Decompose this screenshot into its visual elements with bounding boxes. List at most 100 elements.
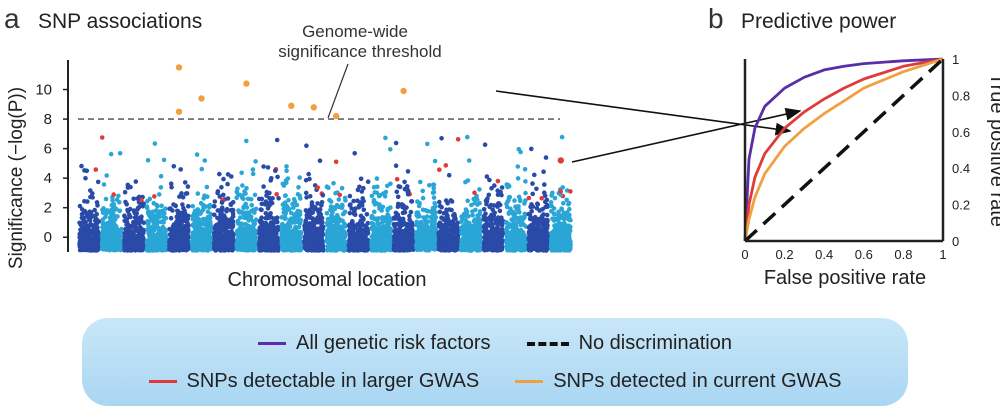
snp-point-4062 xyxy=(374,176,380,181)
snp-point-4199 xyxy=(387,231,393,237)
snp-point-3892 xyxy=(350,220,355,225)
snp-point-4489 xyxy=(394,176,400,182)
snp-point-1186 xyxy=(149,231,154,236)
snp-point-3569 xyxy=(328,224,334,230)
snp-point-1395 xyxy=(178,167,183,172)
snp-point-1330 xyxy=(171,164,177,169)
snp-point-3498 xyxy=(326,185,331,190)
snp-point-3293 xyxy=(319,231,325,236)
snp-point-2673 xyxy=(259,215,264,220)
snp-point-1193 xyxy=(163,237,169,242)
snp-point-1439 xyxy=(170,208,175,213)
snp-point-3894 xyxy=(356,246,362,252)
snp-point-3294 xyxy=(303,246,309,252)
snp-point-241 xyxy=(84,168,90,174)
snp-point-2645 xyxy=(274,137,280,143)
snp-point-575 xyxy=(100,230,106,236)
snp-point-1454 xyxy=(182,180,188,185)
snp-point-287 xyxy=(83,175,88,181)
snp-point-1496 xyxy=(167,241,173,247)
snp-point-4196 xyxy=(371,231,376,237)
snp-point-2941 xyxy=(283,193,288,198)
snp-point-1437 xyxy=(175,208,180,214)
snp-point-1931 xyxy=(212,199,218,204)
snp-point-618 xyxy=(131,196,136,202)
snp-point-572 xyxy=(104,173,109,178)
snp-point-2762 xyxy=(284,168,289,174)
snp-point-3563 xyxy=(341,211,347,216)
snp-point-2654 xyxy=(263,220,269,226)
snp-point-3277 xyxy=(302,222,308,228)
snp-point-2990 xyxy=(281,183,287,188)
snp-point-3835 xyxy=(365,179,371,184)
snp-point-1148 xyxy=(162,215,167,220)
snp-point-4491 xyxy=(401,228,406,234)
snp-point-861 xyxy=(136,237,141,242)
snp-point-877 xyxy=(128,229,133,234)
snp-point-1798 xyxy=(199,227,205,232)
snp-point-2921 xyxy=(282,200,288,205)
snp-point-4499 xyxy=(395,216,401,222)
snp-point-135 xyxy=(82,199,87,204)
snp-point-2097 xyxy=(225,172,231,177)
snp-point-2998 xyxy=(286,242,292,247)
snp-point-4798 xyxy=(423,236,428,242)
snp-point-4789 xyxy=(414,244,419,249)
snp-point-501 xyxy=(117,151,123,156)
panel-a-title: SNP associations xyxy=(38,10,202,33)
snp-point-610 xyxy=(122,189,128,195)
snp-point-468 xyxy=(111,222,117,228)
snp-point-1058 xyxy=(145,158,151,163)
snp-point-4443 xyxy=(405,221,410,227)
snp-point-2095 xyxy=(214,233,220,238)
snp-point-4064 xyxy=(383,135,388,141)
snp-point-502 xyxy=(116,193,121,199)
snp-point-1389 xyxy=(168,181,174,186)
snp-point-4251 xyxy=(402,179,407,185)
snp-point-4137 xyxy=(388,147,393,152)
snp-point-2887 xyxy=(291,197,297,202)
snp-point-4469 xyxy=(405,169,411,174)
snp-point-3216 xyxy=(304,215,310,221)
snp-point-1497 xyxy=(167,245,173,251)
snp-point-2401 xyxy=(276,196,281,201)
snp-point-3743 xyxy=(352,151,358,156)
snp-point-1775 xyxy=(194,229,200,235)
snp-point-594 xyxy=(107,221,113,227)
snp-point-4796 xyxy=(428,238,434,244)
snp-point-281 xyxy=(85,235,90,241)
snp-point-2337 xyxy=(242,189,247,194)
snp-point-3862 xyxy=(351,209,357,215)
snp-point-4440 xyxy=(395,194,401,200)
snp-point-589 xyxy=(108,227,113,233)
snp-point-2116 xyxy=(240,183,245,188)
snp-point-2644 xyxy=(258,230,263,236)
snp-point-1498 xyxy=(177,215,183,220)
snp-point-195 xyxy=(94,200,100,205)
snp-point-385 xyxy=(99,135,105,140)
snp-point-4510 xyxy=(425,141,430,147)
snp-point-1111 xyxy=(144,205,150,211)
snp-point-1908 xyxy=(217,171,222,177)
snp-point-896 xyxy=(132,239,137,245)
snp-point-3295 xyxy=(311,240,317,246)
snp-point-3805 xyxy=(347,210,353,216)
snp-point-1343 xyxy=(167,226,172,232)
snp-point-3028 xyxy=(320,192,326,198)
snp-point-1308 xyxy=(180,202,185,207)
snp-point-1489 xyxy=(185,243,190,249)
snp-point-290 xyxy=(86,242,91,247)
snp-point-2352 xyxy=(253,159,258,164)
snp-point-4185 xyxy=(374,201,379,206)
snp-point-1787 xyxy=(194,220,199,225)
snp-point-4488 xyxy=(405,189,411,194)
snp-point-270 xyxy=(94,228,100,234)
snp-point-1473 xyxy=(171,229,176,234)
snp-point-4478 xyxy=(394,189,400,195)
snp-point-4764 xyxy=(415,222,421,228)
snp-point-277 xyxy=(84,246,89,252)
snp-point-467 xyxy=(103,196,109,202)
snp-point-118 xyxy=(90,191,95,196)
snp-point-1197 xyxy=(148,227,154,233)
snp-point-3590 xyxy=(327,236,332,241)
